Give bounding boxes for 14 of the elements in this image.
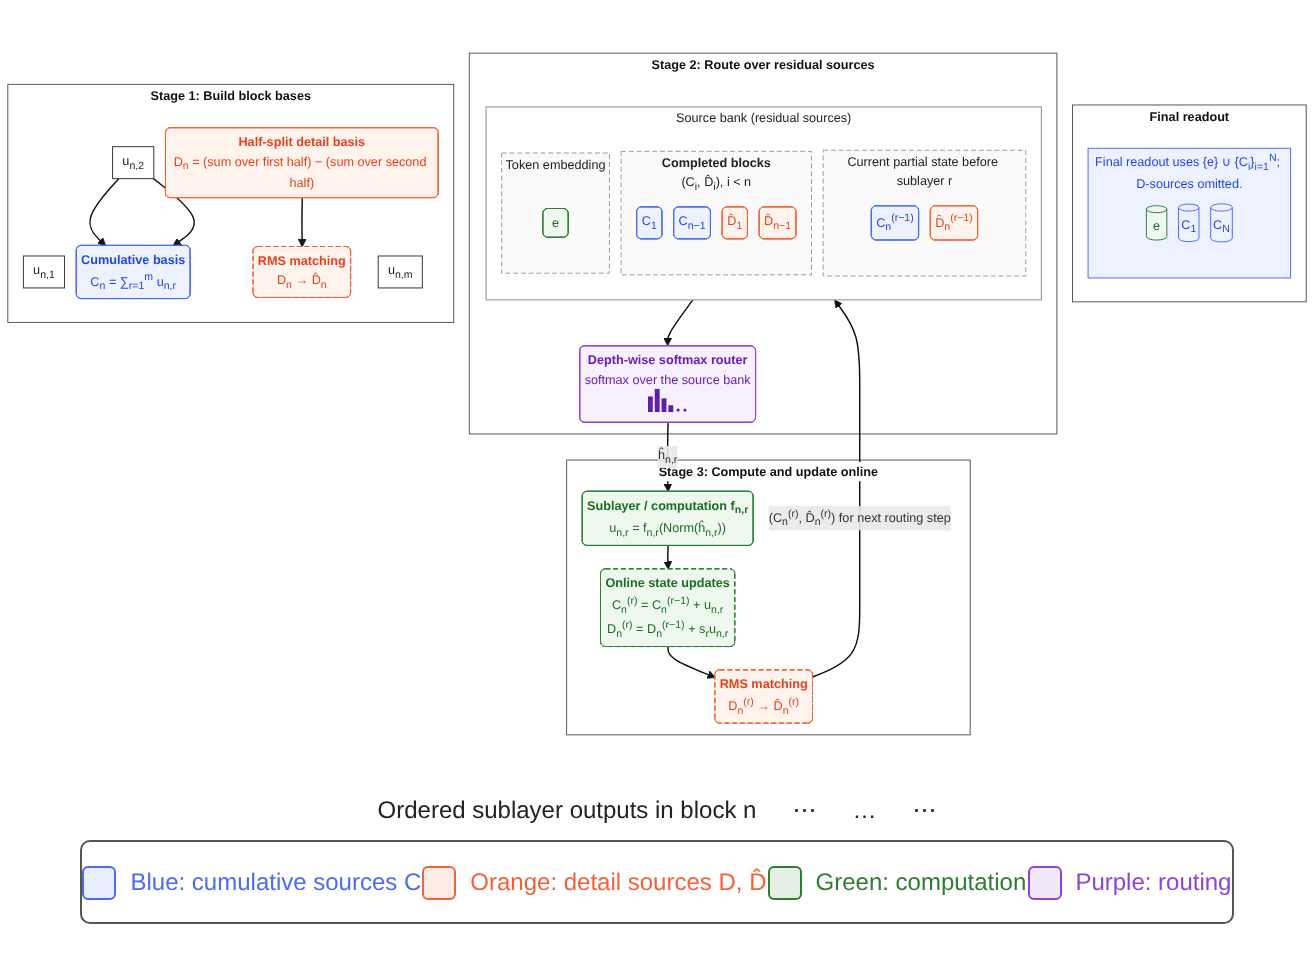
arrow xyxy=(297,197,307,248)
legend-label: Orange: detail sources D, D̂ xyxy=(470,868,767,896)
caption-text: Ordered sublayer outputs in block n xyxy=(377,796,757,824)
ellipsis-text: ⋯ xyxy=(912,796,937,824)
arrow xyxy=(667,646,716,679)
legend-label: Green: computation xyxy=(815,868,1027,896)
ellipsis-text: ⋯ xyxy=(792,796,817,824)
ellipsis-text: … xyxy=(852,796,877,824)
arrow xyxy=(811,299,861,678)
legend-label: Blue: cumulative sources C xyxy=(130,868,422,896)
arrow xyxy=(663,299,694,347)
arrow xyxy=(663,545,673,570)
legend-label: Purple: routing xyxy=(1075,868,1232,896)
arrow xyxy=(89,177,120,247)
